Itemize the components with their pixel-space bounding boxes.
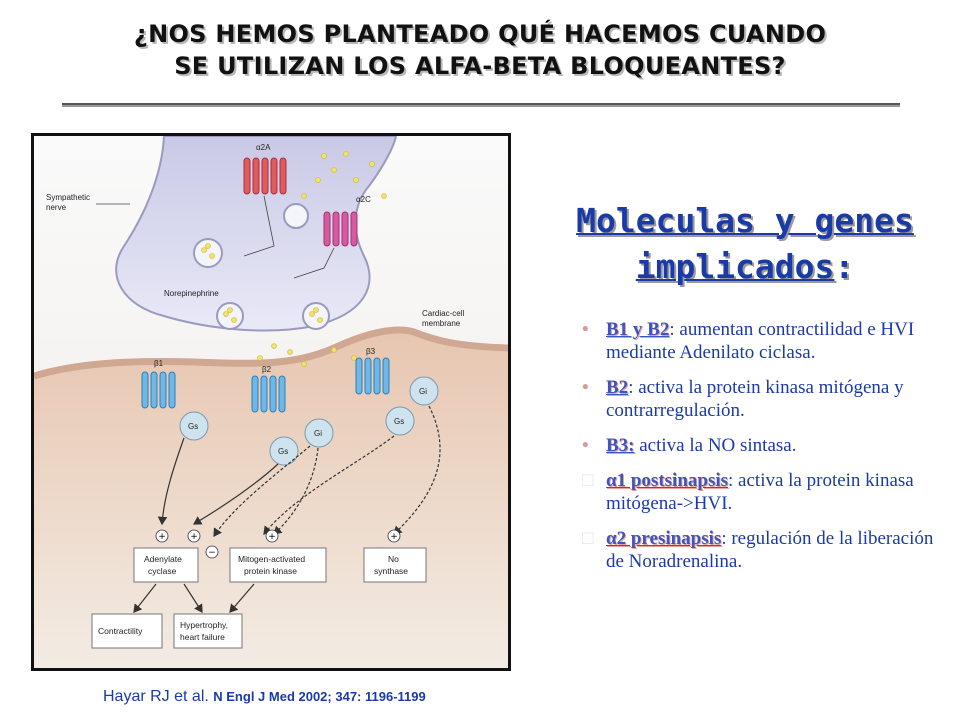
citation-journal: N Engl J Med 2002; 347: 1196-1199 <box>213 689 426 704</box>
bullet-marker: • <box>582 377 589 398</box>
bullet-text: activa la NO sintasa. <box>634 435 797 456</box>
gi-label-2: Gi <box>419 387 427 396</box>
plus-sign-2: + <box>190 532 198 542</box>
bullet-marker: □ <box>582 470 594 491</box>
list-item: • B3: activa la NO sintasa. <box>580 434 940 457</box>
bullet-term: B2 <box>606 377 629 398</box>
gs-label-2: Gs <box>278 447 288 456</box>
box-adenylate-1: Adenylate <box>144 554 182 564</box>
beta1-label: β1 <box>154 359 164 368</box>
bullet-marker: • <box>582 319 589 340</box>
bullet-text: : activa la protein kinasa mitógena y co… <box>606 377 904 421</box>
box-no-synthase-1: No <box>388 554 399 564</box>
section-heading: Moleculas y genes implicados: <box>540 198 950 290</box>
plus-sign-3: + <box>268 532 276 542</box>
minus-sign: − <box>208 548 216 558</box>
citation-author: Hayar RJ et al. <box>103 688 209 705</box>
bullet-list: • B1 y B2: aumentan contractilidad e HVI… <box>580 318 940 585</box>
alpha-2c-label: α2C <box>356 195 371 204</box>
list-item: • B2: activa la protein kinasa mitógena … <box>580 376 940 422</box>
title-divider <box>62 103 900 107</box>
bullet-term: α1 postsinapsis <box>606 470 729 491</box>
adrenergic-signaling-figure: α2A α2C Sympathetic nerve Norepinephrine… <box>31 133 511 671</box>
heading-colon: : <box>834 247 855 286</box>
box-hypertrophy-1: Hypertrophy, <box>180 620 228 630</box>
box-contractility: Contractility <box>98 626 143 636</box>
alpha-2a-label: α2A <box>256 143 271 152</box>
bullet-text: : aumentan contractilidad e HVI mediante… <box>606 319 915 363</box>
cardiac-membrane-label-2: membrane <box>422 319 461 328</box>
bullet-text: : activa la protein kinasa mitógena->HVI… <box>606 470 914 514</box>
figure-illustration: α2A α2C Sympathetic nerve Norepinephrine… <box>34 136 508 668</box>
plus-sign-4: + <box>390 532 398 542</box>
box-mitogen-1: Mitogen-activated <box>238 554 305 564</box>
norepinephrine-label: Norepinephrine <box>164 289 219 298</box>
sympathetic-nerve-label-2: nerve <box>46 203 67 212</box>
box-adenylate-2: cyclase <box>148 566 177 576</box>
list-item: • B1 y B2: aumentan contractilidad e HVI… <box>580 318 940 364</box>
gs-label-3: Gs <box>394 417 404 426</box>
beta3-label: β3 <box>366 347 376 356</box>
slide-title-line2: SE UTILIZAN LOS ALFA-BETA BLOQUEANTES? <box>174 52 786 80</box>
box-mitogen-2: protein kinase <box>244 566 297 576</box>
heading-line1: Moleculas y genes <box>576 201 914 240</box>
bullet-text: : regulación de la liberación de Noradre… <box>606 528 934 572</box>
box-no-synthase-2: synthase <box>374 566 408 576</box>
slide-title-line1: ¿NOS HEMOS PLANTEADO QUÉ HACEMOS CUANDO <box>133 20 827 48</box>
gi-label-1: Gi <box>314 429 322 438</box>
sympathetic-nerve-label-1: Sympathetic <box>46 193 90 202</box>
figure-citation: Hayar RJ et al. N Engl J Med 2002; 347: … <box>103 688 426 706</box>
list-item: □ α1 postsinapsis: activa la protein kin… <box>580 469 940 515</box>
box-hypertrophy-2: heart failure <box>180 632 225 642</box>
bullet-term: α2 presinapsis <box>606 528 722 549</box>
cardiac-membrane-label-1: Cardiac-cell <box>422 309 464 318</box>
plus-sign-1: + <box>158 532 166 542</box>
bullet-term: B3: <box>606 435 635 456</box>
beta2-label: β2 <box>262 365 272 374</box>
slide-title: ¿NOS HEMOS PLANTEADO QUÉ HACEMOS CUANDO … <box>0 18 960 82</box>
bullet-term: B1 y B2 <box>606 319 670 340</box>
bullet-marker: • <box>582 435 589 456</box>
heading-line2: implicados <box>635 247 835 286</box>
gs-label-1: Gs <box>188 422 198 431</box>
list-item: □ α2 presinapsis: regulación de la liber… <box>580 527 940 573</box>
bullet-marker: □ <box>582 528 594 549</box>
